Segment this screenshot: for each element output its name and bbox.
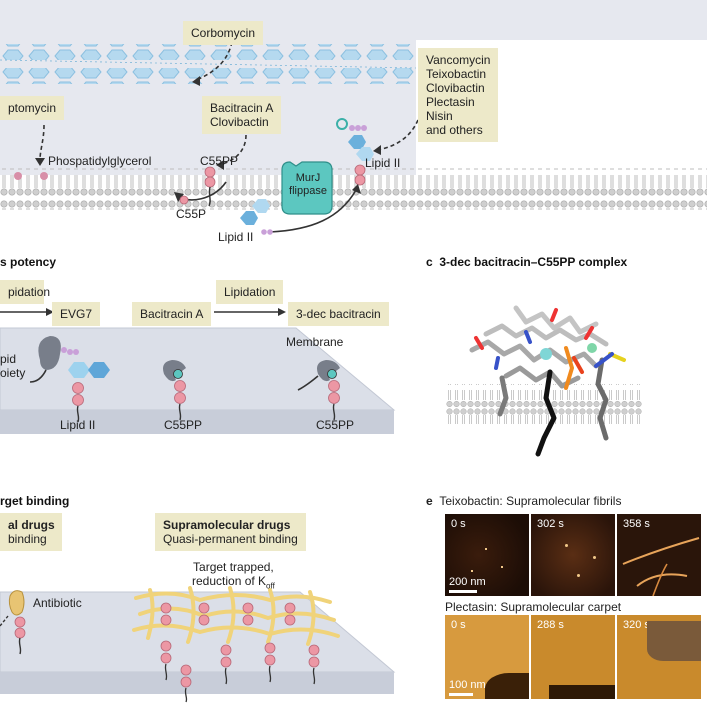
panel-c-letter: c: [426, 255, 433, 269]
panel-b-heading: s potency: [0, 255, 57, 269]
time-label: 358 s: [623, 518, 650, 530]
afm-image-plectasin-320s: 320 s: [617, 615, 701, 699]
lipidation-label-left: pidation: [0, 280, 50, 304]
teixobactin-caption-text: Teixobactin: Supramolecular fibrils: [439, 494, 622, 508]
zinc-ion: [540, 348, 552, 360]
scale-bar-label: 200 nm: [449, 576, 486, 588]
panel-c-title: 3-dec bacitracin–C55PP complex: [439, 255, 628, 269]
supramolecular-drugs-box: Supramolecular drugs Quasi-permanent bin…: [155, 513, 306, 551]
supramolecular-network: [132, 586, 340, 646]
panel-e-letter: e: [426, 494, 433, 508]
time-label: 0 s: [451, 518, 466, 530]
stick-model: [469, 305, 626, 457]
afm-image-teixobactin-302s: 302 s: [531, 514, 615, 596]
supramolecular-sub: Quasi-permanent binding: [163, 532, 298, 546]
time-label: 0 s: [451, 619, 466, 631]
murj-flippase: [281, 161, 333, 215]
afm-image-plectasin-0s: 0 s 100 nm: [445, 615, 529, 699]
lipid-moiety: [38, 336, 61, 370]
scale-bar-label: 100 nm: [449, 679, 486, 691]
c55p-label: C55P: [176, 207, 207, 221]
fibrils: [622, 537, 700, 596]
bacitracin-arrow: [221, 134, 247, 165]
panel-d-illustration: [0, 586, 396, 703]
peptidoglycan-layer: [0, 44, 416, 60]
membrane-bilayer-c: [446, 384, 642, 424]
scale-bar: [449, 693, 473, 696]
time-label: 288 s: [537, 619, 564, 631]
antibiotic-list-label: Vancomycin Teixobactin Clovibactin Plect…: [418, 48, 499, 142]
target-trapped-label: Target trapped, reduction of Koff: [192, 560, 275, 590]
lipid-ii-label-bottom: Lipid II: [218, 230, 254, 244]
conventional-drugs-sub: binding: [8, 532, 47, 546]
lipid-moiety-label-1: pid: [0, 352, 17, 366]
lipid-ii-top: [348, 135, 366, 149]
c55pp-carrier: [204, 166, 216, 178]
corbomycin-label: Corbomycin: [183, 21, 264, 45]
teixobactin-caption: e Teixobactin: Supramolecular fibrils: [426, 494, 621, 508]
lipid-ii-label-top: Lipid II: [365, 156, 401, 170]
dec-bacitracin-label: 3-dec bacitracin: [288, 302, 389, 326]
target-trapped-line-1: Target trapped,: [193, 560, 274, 574]
evg7-label: EVG7: [52, 302, 101, 326]
supramolecular-title: Supramolecular drugs: [163, 518, 291, 532]
target-trapped-line-2: reduction of Koff: [192, 574, 275, 590]
lipid-moiety-label-2: oiety: [0, 366, 26, 380]
panel-c-heading: c 3-dec bacitracin–C55PP complex: [426, 255, 627, 269]
complex-structure: [446, 305, 642, 457]
lipid-ii-sugar: [68, 362, 90, 378]
membrane-label: Membrane: [286, 335, 344, 349]
conventional-drugs-box: al drugs binding: [0, 513, 62, 551]
antibiotic-shape: [8, 590, 25, 616]
scale-bar: [449, 590, 477, 593]
panel-a-illustration: [0, 0, 707, 235]
plectasin-caption: Plectasin: Supramolecular carpet: [445, 600, 622, 614]
time-label: 302 s: [537, 518, 564, 530]
phosphatidylglycerol-label: Phospatidylglycerol: [48, 154, 152, 168]
c55pp-label-right: C55PP: [316, 418, 355, 432]
corbomycin-arrow: [195, 41, 233, 81]
afm-image-teixobactin-358s: 358 s: [617, 514, 701, 596]
phosphatidylglycerol-head: [14, 172, 22, 180]
flip-arrow: [269, 189, 357, 233]
daptomycin-label: ptomycin: [0, 96, 64, 120]
lipid-ii-bottom: [240, 211, 258, 225]
time-label: 320 s: [623, 619, 650, 631]
peptidoglycan-layer: [0, 68, 416, 84]
bacitracin-a-label: Bacitracin A: [132, 302, 212, 326]
afm-image-teixobactin-0s: 0 s 200 nm: [445, 514, 529, 596]
afm-image-plectasin-288s: 288 s: [531, 615, 615, 699]
target-trapped-text: reduction of K: [192, 574, 267, 588]
lipidation-label: Lipidation: [216, 280, 284, 304]
panel-b-illustration: [0, 308, 396, 434]
murj-flippase-label: MurJ flippase: [289, 172, 327, 197]
panel-d-heading: rget binding: [0, 494, 70, 508]
c55pp-label-middle: C55PP: [164, 418, 203, 432]
koff-subscript: off: [266, 581, 275, 591]
antibiotic-label: Antibiotic: [33, 596, 82, 610]
c55pp-label: C55PP: [200, 154, 239, 168]
lipid-ii-label: Lipid II: [60, 418, 96, 432]
bacitracin-clovibactin-label: Bacitracin A Clovibactin: [202, 96, 282, 134]
conventional-drugs-title: al drugs: [8, 518, 55, 532]
